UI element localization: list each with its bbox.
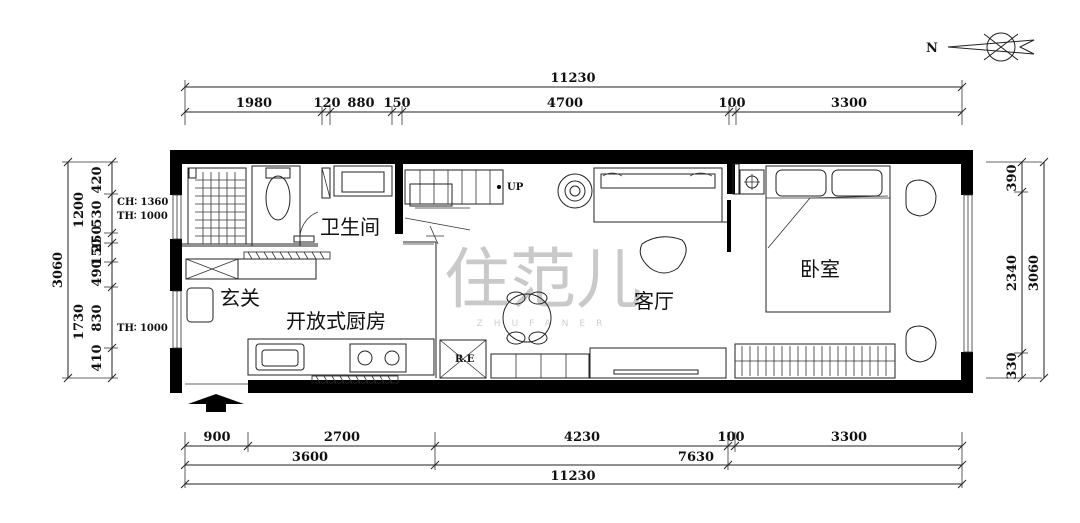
watermark-logo: 住范儿 xyxy=(444,241,642,318)
dim-top-6: 100 xyxy=(718,96,745,111)
dim-right-total: 3060 xyxy=(1027,255,1042,291)
wall-bedroom-mid xyxy=(727,200,731,252)
entry-arrow-icon xyxy=(185,383,248,412)
entry: 玄关 xyxy=(185,251,331,412)
compass-icon xyxy=(947,32,1035,62)
bathroom-door-swing xyxy=(299,211,319,241)
dim-right-3: 330 xyxy=(1005,352,1020,379)
wall-right-upper xyxy=(961,150,973,195)
coffee-table-icon xyxy=(639,236,687,274)
compass-north-label: N xyxy=(926,41,938,56)
tv-cabinet-icon xyxy=(490,347,727,379)
living-room: 客厅 xyxy=(403,167,727,379)
bed-icon xyxy=(765,165,891,313)
kitchen-sink-icon xyxy=(255,343,305,371)
dim-left-1: 420 xyxy=(90,166,105,193)
wall-bathroom-right xyxy=(395,164,403,234)
dim-left-6: 490 xyxy=(90,259,105,286)
compass: N xyxy=(926,32,1035,62)
dim-top-3: 880 xyxy=(347,96,374,111)
shoe-cabinet xyxy=(185,258,317,280)
stairs-up-label: UP xyxy=(507,182,524,193)
counter-hatch xyxy=(243,251,331,260)
dim-left-2: 1200 xyxy=(72,192,87,228)
top-dimensions: 11230 1980 120 880 150 4700 100 3300 xyxy=(180,71,967,125)
dim-left-5: 150 xyxy=(90,238,105,265)
dim-top-total: 11230 xyxy=(550,71,595,86)
dim-bottom-2: 2700 xyxy=(324,430,360,445)
dining-set-icon xyxy=(502,291,552,345)
dim-left-8: 830 xyxy=(90,304,105,331)
dim-top-4: 150 xyxy=(383,96,410,111)
wall-left-upper xyxy=(170,150,182,195)
dim-bottom-subtotal-1: 3600 xyxy=(292,450,328,465)
dim-bottom-5: 3300 xyxy=(831,430,867,445)
hanger-rail xyxy=(741,346,887,376)
fridge-icon: R.E xyxy=(439,339,487,379)
dim-bottom-3: 4230 xyxy=(564,430,600,445)
dim-top-1: 1980 xyxy=(236,96,272,111)
dim-bottom-total: 11230 xyxy=(550,469,595,484)
windows xyxy=(172,194,973,353)
bottom-dimensions: 900 2700 4230 100 3300 3600 7630 11230 xyxy=(180,430,967,489)
wall-bedroom-top xyxy=(727,164,735,194)
window-top-th: TH∶ 1000 xyxy=(117,211,168,222)
kitchen: 开放式厨房 R.E xyxy=(247,309,487,384)
dim-bottom-1: 900 xyxy=(203,430,230,445)
fridge-label: R.E xyxy=(455,354,475,365)
dim-left-7: 1730 xyxy=(72,304,87,340)
dim-right-1: 390 xyxy=(1005,164,1020,191)
bathroom: 卫生间 xyxy=(182,165,393,247)
shower-tile-grid xyxy=(195,172,245,244)
dim-right-2: 2340 xyxy=(1005,255,1020,291)
bedroom-wardrobe-icon xyxy=(734,343,896,379)
room-label-living: 客厅 xyxy=(634,289,674,313)
wall-right-lower xyxy=(961,352,973,393)
watermark: 住范儿 ZHUFANER xyxy=(444,241,642,329)
wall-bottom xyxy=(248,380,973,393)
room-label-bathroom: 卫生间 xyxy=(320,215,380,239)
wall-left-middle xyxy=(170,239,182,291)
wardrobe-corner-icon xyxy=(739,169,765,195)
side-table-icon xyxy=(557,173,593,209)
watermark-subtitle: ZHUFANER xyxy=(477,319,614,329)
nightstand-top-icon xyxy=(905,179,937,217)
dim-left-4: 250 xyxy=(90,225,105,252)
shower-area xyxy=(187,167,247,245)
dim-left-total: 3060 xyxy=(51,252,66,288)
room-label-entry: 玄关 xyxy=(220,286,260,310)
dim-left-3: 530 xyxy=(90,200,105,227)
cooktop-icon xyxy=(349,343,407,373)
room-label-bedroom: 卧室 xyxy=(800,257,840,281)
wall-top xyxy=(170,150,973,164)
bedroom: 卧室 xyxy=(732,163,937,379)
dim-bottom-4: 100 xyxy=(717,430,744,445)
kitchen-counter xyxy=(247,338,435,376)
window-top-ch: CH∶ 1360 xyxy=(117,197,168,208)
stairs: UP xyxy=(404,169,524,245)
dim-top-7: 3300 xyxy=(831,96,867,111)
walls xyxy=(170,150,973,393)
dim-left-9: 410 xyxy=(90,344,105,371)
dim-bottom-subtotal-2: 7630 xyxy=(678,450,714,465)
shower-head-icon xyxy=(188,167,197,179)
window-bottom-th: TH∶ 1000 xyxy=(117,323,168,334)
left-dimensions: 3060 420 1200 530 250 150 490 1730 830 4 xyxy=(51,157,118,383)
room-label-kitchen: 开放式厨房 xyxy=(286,309,386,333)
toilet-icon xyxy=(251,165,301,247)
nightstand-bottom-icon xyxy=(905,325,937,363)
dim-top-2: 120 xyxy=(313,96,340,111)
dim-top-5: 4700 xyxy=(547,96,583,111)
entry-bench xyxy=(186,287,214,323)
right-dimensions: 390 2340 330 3060 xyxy=(986,157,1049,383)
sofa-icon xyxy=(593,167,723,223)
sink-icon xyxy=(321,165,393,199)
wall-left-lower xyxy=(170,348,182,393)
